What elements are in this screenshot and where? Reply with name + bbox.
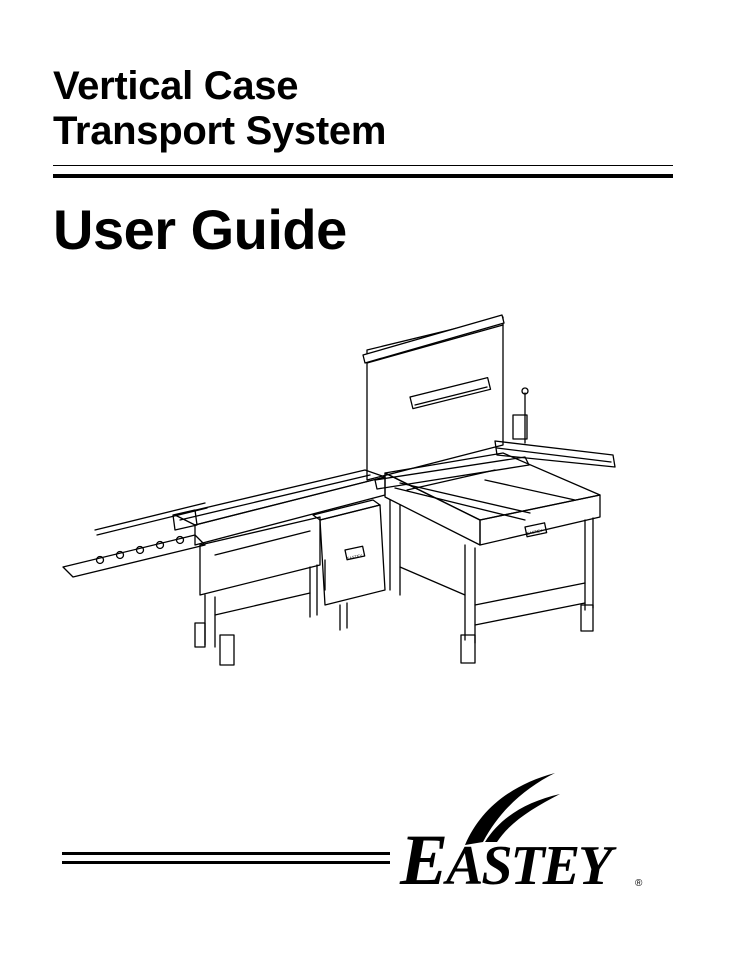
title-rule-thick [53,174,673,178]
title-line-2: Transport System [53,109,387,153]
document-subtitle: User Guide [53,198,347,261]
registered-mark: ® [635,878,643,889]
table-label: EASTEY [526,528,543,536]
logo-letter-e: E [400,820,448,900]
control-box: EASTEY [312,499,386,631]
right-arm [494,387,616,468]
right-table [384,452,601,664]
cross-bars [374,456,531,521]
document-title: Vertical Case Transport System [53,64,386,154]
control-box-label: EASTEY [346,553,363,561]
back-panel [362,314,505,481]
title-rule-thin [53,165,673,166]
left-conveyor [62,469,386,666]
title-line-1: Vertical Case [53,64,299,108]
logo-letters: ASTEY [446,835,612,897]
logo-rules [62,852,390,864]
machine-illustration: EASTEY EASTEY [62,314,616,666]
logo-wing-icon [465,773,560,845]
logo-wordmark: EASTEY [400,820,612,906]
